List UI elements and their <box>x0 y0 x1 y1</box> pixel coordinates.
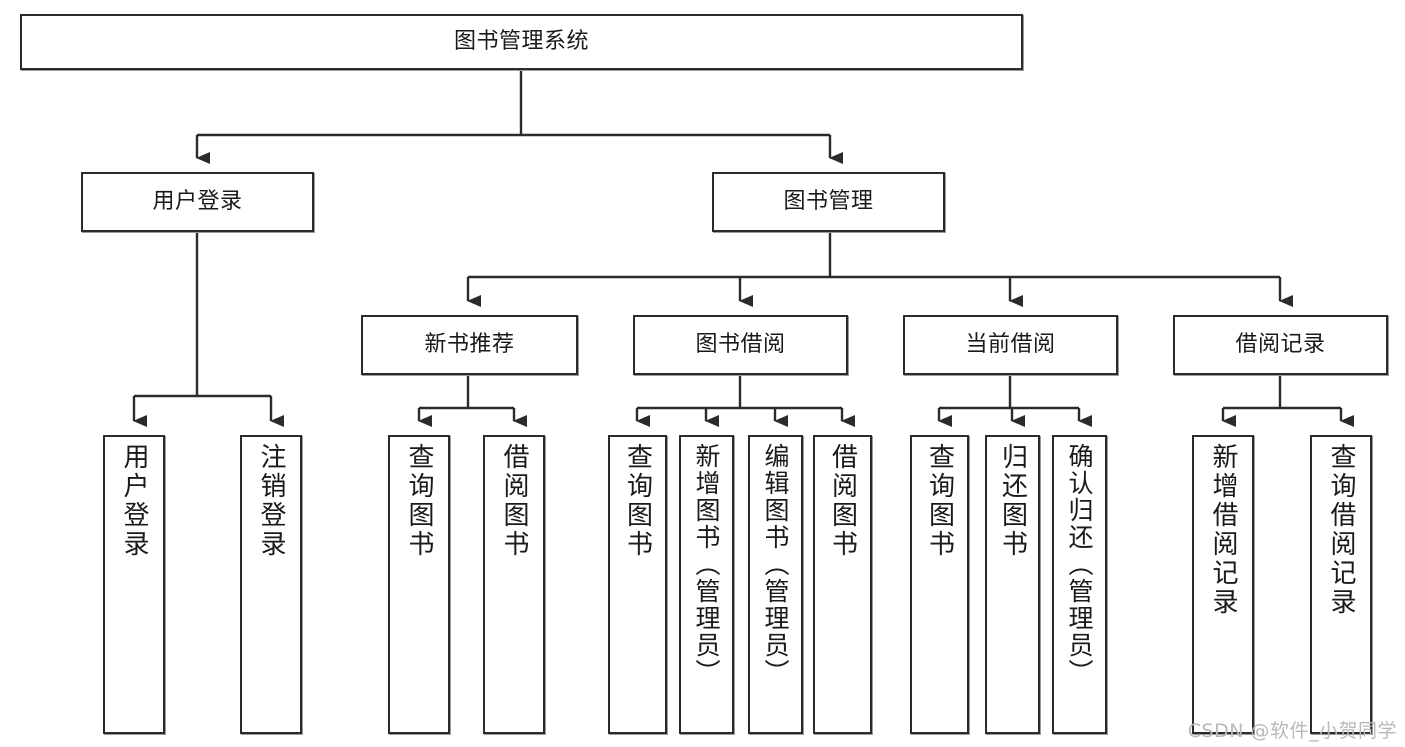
node-leaf-confirm-return[interactable]: 确认归还（管理员） <box>1052 435 1107 734</box>
node-leaf-borrow-book-2-label: 借阅图书 <box>827 443 858 559</box>
node-root-label: 图书管理系统 <box>453 29 589 55</box>
node-current-borrow[interactable]: 当前借阅 <box>903 315 1118 375</box>
node-book-manage-label: 图书管理 <box>783 189 874 215</box>
node-leaf-add-book-label: 新增图书（管理员） <box>692 443 721 686</box>
node-leaf-query-book-1[interactable]: 查询图书 <box>388 435 450 734</box>
node-book-borrow-label: 图书借阅 <box>695 332 786 358</box>
node-leaf-edit-book-label: 编辑图书（管理员） <box>761 443 790 686</box>
node-leaf-query-record[interactable]: 查询借阅记录 <box>1310 435 1372 734</box>
node-new-book-recommend-label: 新书推荐 <box>424 332 515 358</box>
node-user-login[interactable]: 用户登录 <box>81 172 314 232</box>
node-leaf-add-record-label: 新增借阅记录 <box>1208 443 1238 617</box>
node-leaf-user-login-label: 用户登录 <box>119 443 149 559</box>
node-new-book-recommend[interactable]: 新书推荐 <box>361 315 578 375</box>
node-leaf-add-book[interactable]: 新增图书（管理员） <box>679 435 734 734</box>
node-leaf-return-book-label: 归还图书 <box>997 443 1028 559</box>
node-leaf-add-record[interactable]: 新增借阅记录 <box>1192 435 1254 734</box>
node-user-login-label: 用户登录 <box>152 189 243 215</box>
watermark: CSDN @软件_小贺同学 <box>1187 720 1397 742</box>
node-leaf-query-book-2-label: 查询图书 <box>622 443 653 559</box>
node-leaf-return-book[interactable]: 归还图书 <box>985 435 1040 734</box>
node-leaf-logout-label: 注销登录 <box>256 443 286 559</box>
node-leaf-query-record-label: 查询借阅记录 <box>1326 443 1356 617</box>
node-leaf-query-book-1-label: 查询图书 <box>404 443 434 559</box>
node-leaf-borrow-book-1-label: 借阅图书 <box>499 443 529 559</box>
node-leaf-query-book-2[interactable]: 查询图书 <box>608 435 667 734</box>
node-current-borrow-label: 当前借阅 <box>965 332 1056 358</box>
node-leaf-query-book-3-label: 查询图书 <box>924 443 955 559</box>
node-leaf-logout[interactable]: 注销登录 <box>240 435 302 734</box>
node-root[interactable]: 图书管理系统 <box>20 14 1023 70</box>
node-leaf-borrow-book-1[interactable]: 借阅图书 <box>483 435 545 734</box>
node-book-borrow[interactable]: 图书借阅 <box>633 315 848 375</box>
node-borrow-record[interactable]: 借阅记录 <box>1173 315 1388 375</box>
node-leaf-borrow-book-2[interactable]: 借阅图书 <box>813 435 872 734</box>
node-leaf-confirm-return-label: 确认归还（管理员） <box>1065 443 1094 686</box>
node-leaf-edit-book[interactable]: 编辑图书（管理员） <box>748 435 803 734</box>
node-borrow-record-label: 借阅记录 <box>1235 332 1326 358</box>
node-book-manage[interactable]: 图书管理 <box>712 172 945 232</box>
node-leaf-user-login[interactable]: 用户登录 <box>103 435 165 734</box>
node-leaf-query-book-3[interactable]: 查询图书 <box>910 435 969 734</box>
